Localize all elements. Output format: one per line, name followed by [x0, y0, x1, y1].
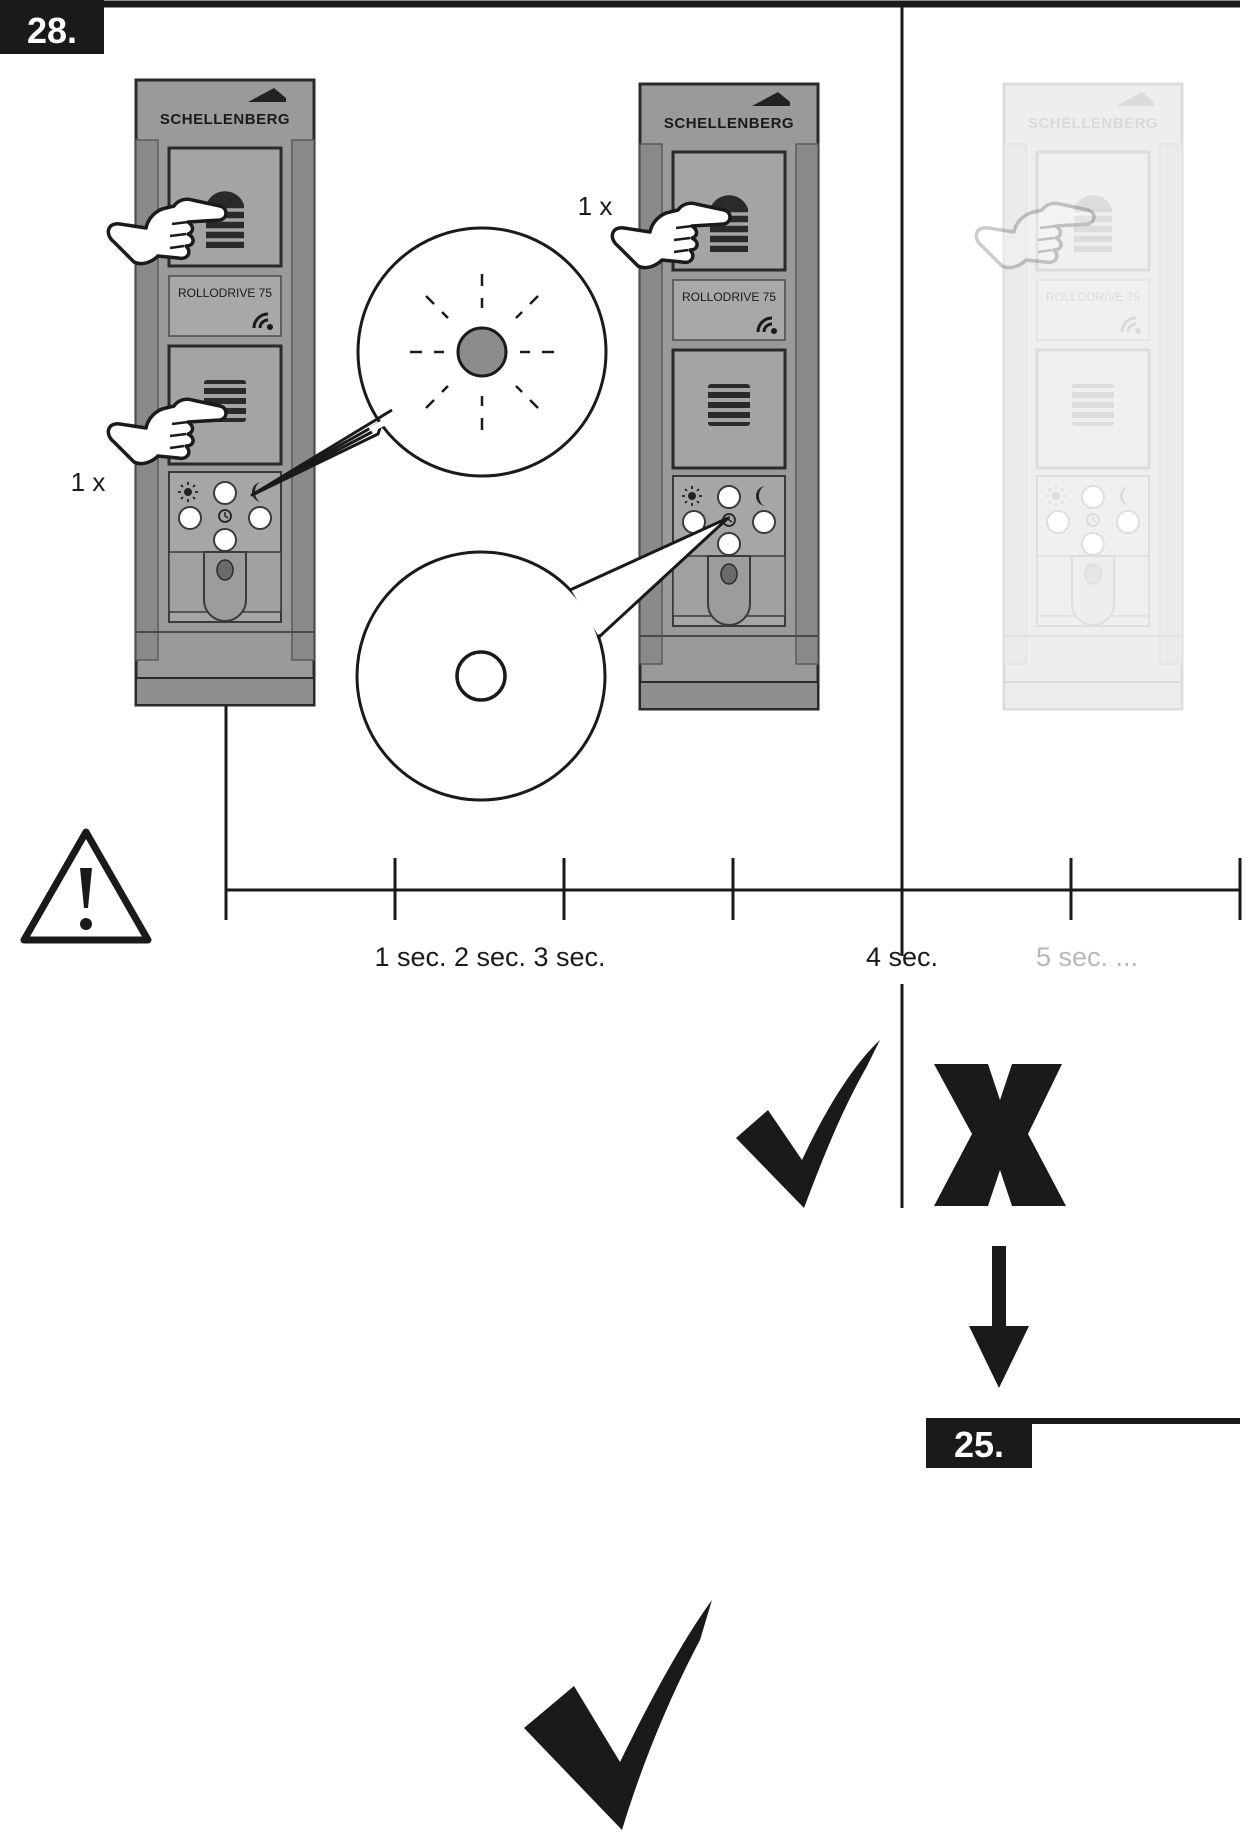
press-count-down: 1 x — [71, 467, 106, 497]
check-mark-icon — [736, 1040, 880, 1208]
cross-mark-icon — [934, 1064, 1066, 1206]
brand-label: SCHELLENBERG — [1028, 115, 1158, 132]
remote-device-middle: SCHELLENBERG ROLLODRIVE 75 — [638, 82, 820, 711]
callout-led-blinking — [250, 226, 608, 497]
remote-device-left: SCHELLENBERG ROLLODRIVE 75 — [134, 78, 316, 707]
tick-label-1-3-sec: 1 sec. 2 sec. 3 sec. — [374, 942, 605, 972]
step-badge — [0, 0, 104, 54]
callout-led-off — [355, 516, 730, 802]
brand-label: SCHELLENBERG — [664, 115, 794, 132]
blink-rays — [410, 274, 554, 430]
model-label: ROLLODRIVE 75 — [1046, 290, 1140, 304]
next-step-number: 25. — [954, 1424, 1004, 1465]
arrow-down-icon — [969, 1246, 1029, 1388]
brand-label: SCHELLENBERG — [160, 111, 290, 128]
check-mark-icon — [524, 1600, 712, 1830]
led-off-icon — [455, 650, 507, 702]
model-label: ROLLODRIVE 75 — [682, 290, 776, 304]
press-count-up: 1 x — [578, 191, 613, 221]
tick-label-4-sec: 4 sec. — [866, 942, 938, 972]
model-label: ROLLODRIVE 75 — [178, 286, 272, 300]
tick-label-5-sec: 5 sec. ... — [1036, 942, 1138, 972]
warning-triangle-icon — [20, 828, 152, 944]
led-blinking-icon — [456, 326, 508, 378]
step-number: 28. — [27, 10, 77, 51]
remote-device-faded: SCHELLENBERG ROLLODRIVE 75 — [1002, 82, 1184, 711]
next-step-badge — [926, 1418, 1032, 1468]
timeline: 1 sec. 2 sec. 3 sec. 4 sec. 5 sec. ... — [224, 706, 1242, 972]
